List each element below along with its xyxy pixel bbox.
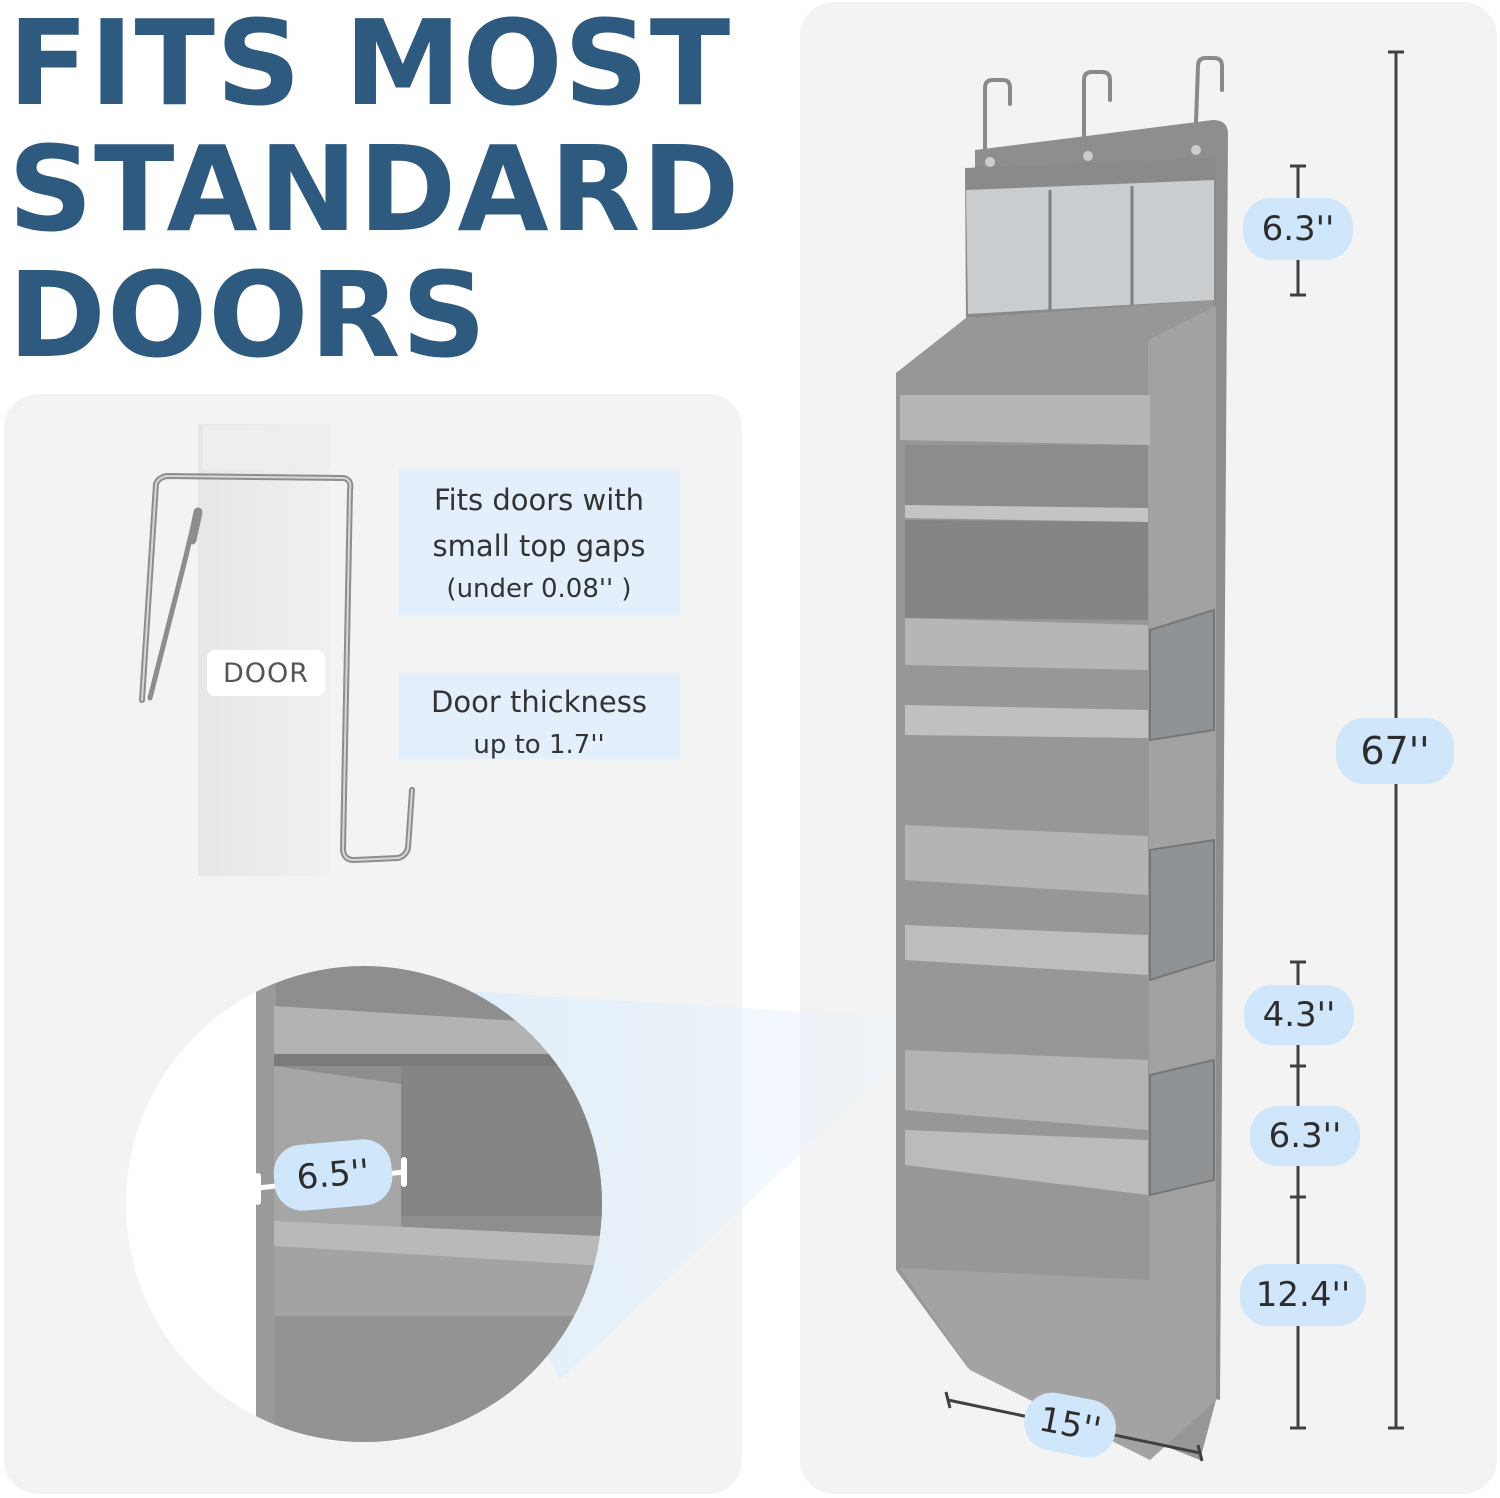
headline-line-2: STANDARD xyxy=(8,120,741,258)
total-height-label: 67'' xyxy=(1336,718,1454,784)
over-door-hook-icon xyxy=(139,473,415,863)
door-thickness-line-2: up to 1.7'' xyxy=(473,730,605,760)
door-thickness-line-1: Door thickness xyxy=(431,685,647,719)
door-top-edge xyxy=(203,425,331,469)
headline-line-1: FITS MOST xyxy=(8,0,732,132)
top-gap-line-2: small top gaps xyxy=(432,529,646,563)
top-pocket-height-label: 6.3'' xyxy=(1243,198,1353,260)
top-gap-callout: Fits doors with small top gaps (under 0.… xyxy=(398,469,680,615)
pocket-small-height-label: 4.3'' xyxy=(1244,985,1354,1045)
door-thickness-callout: Door thickness up to 1.7'' xyxy=(398,673,680,760)
top-gap-line-3: (under 0.08'' ) xyxy=(446,574,632,604)
pocket-mid-height-label: 6.3'' xyxy=(1250,1106,1360,1166)
top-gap-line-1: Fits doors with xyxy=(434,483,644,517)
door-label: DOOR xyxy=(207,650,325,696)
headline: FITS MOST STANDARD DOORS xyxy=(8,0,768,378)
zoom-detail-circle: 6.5'' xyxy=(126,966,602,1442)
bottom-pocket-height-label: 12.4'' xyxy=(1240,1264,1366,1326)
headline-line-3: DOORS xyxy=(8,246,488,384)
